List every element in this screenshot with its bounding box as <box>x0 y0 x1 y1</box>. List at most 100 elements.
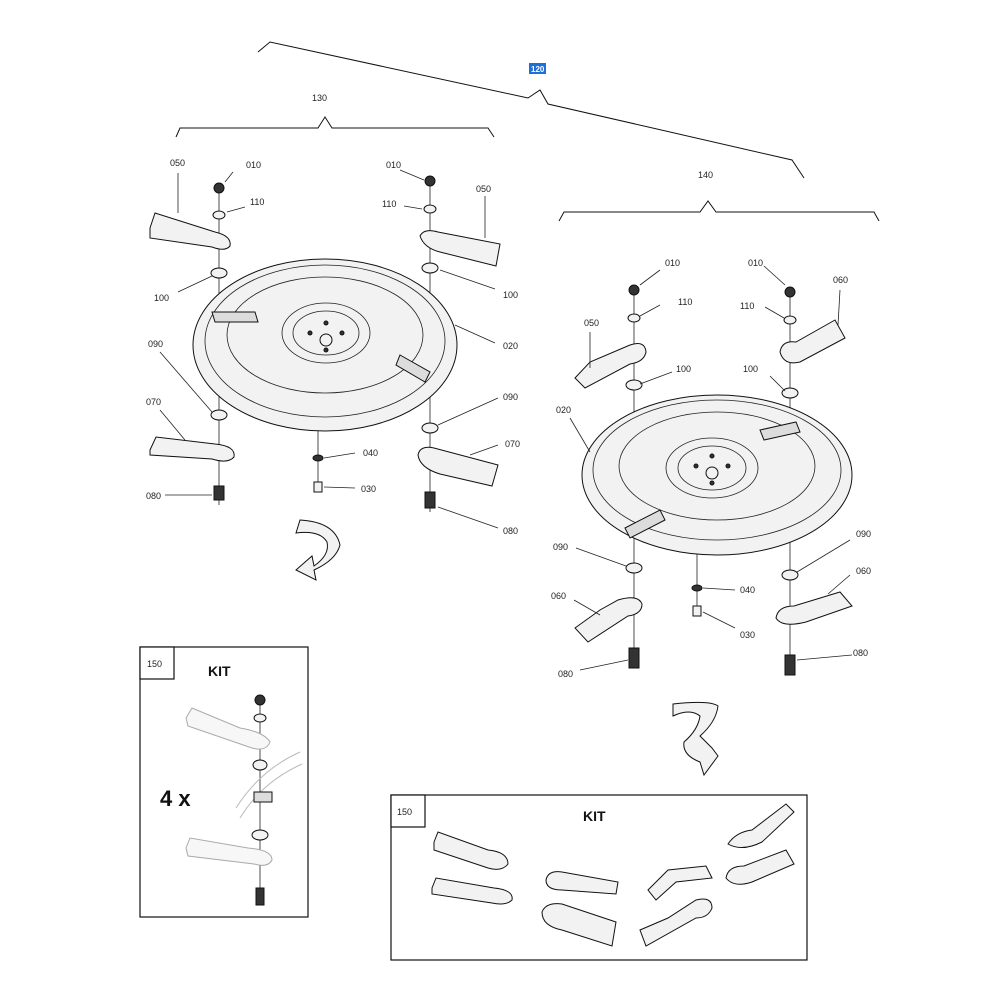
kit-box-left[interactable]: 150 KIT 4 x <box>139 646 309 918</box>
right-blade-lower-a[interactable] <box>574 597 643 643</box>
left-spacer-a[interactable] <box>210 267 228 279</box>
right-lower-washer-a[interactable] <box>625 562 643 574</box>
callout-110: 110 <box>382 199 396 209</box>
left-center-washer[interactable] <box>312 454 324 462</box>
kit-left-title: KIT <box>208 663 231 679</box>
left-center-bolt[interactable] <box>313 481 323 493</box>
right-disc-rim <box>592 399 842 541</box>
right-hub-bolt-d <box>709 480 715 486</box>
callout-050: 050 <box>170 158 185 168</box>
left-blade-lower-b[interactable] <box>417 446 499 487</box>
callout-010: 010 <box>665 258 680 268</box>
callout-030: 030 <box>740 630 755 640</box>
right-center-bolt[interactable] <box>692 605 702 617</box>
right-nut-b[interactable] <box>784 286 796 298</box>
left-blade-upper-b[interactable] <box>419 230 501 267</box>
kit-left-frame <box>139 646 309 918</box>
right-disc-tab-a <box>759 421 801 441</box>
left-hub-bolt-c <box>323 320 329 326</box>
kit-left-washer <box>253 713 267 723</box>
callout-050: 050 <box>476 184 491 194</box>
right-blade-upper-b[interactable] <box>779 319 846 364</box>
left-bolt-b[interactable] <box>424 491 436 509</box>
left-hub-bolt-b <box>339 330 345 336</box>
left-bolt-a[interactable] <box>213 485 225 501</box>
kit-left-blade-lower <box>185 837 273 866</box>
right-disc-hub-inner <box>677 445 747 491</box>
right-hub-hole <box>705 466 719 480</box>
kit-left-disc-edge-2 <box>239 763 303 819</box>
kit-right-number: 150 <box>397 807 412 817</box>
callout-110: 110 <box>740 301 754 311</box>
right-nut-a[interactable] <box>628 284 640 296</box>
callout-090: 090 <box>148 339 163 349</box>
callout-070: 070 <box>146 397 161 407</box>
callout-040: 040 <box>363 448 378 458</box>
callout-100: 100 <box>743 364 758 374</box>
callout-010: 010 <box>246 160 261 170</box>
kit-left-disc-edge <box>235 751 301 809</box>
kit-blade-6 <box>639 898 713 947</box>
left-blade-lower-a[interactable] <box>149 436 235 462</box>
left-lower-washer-b[interactable] <box>421 422 439 434</box>
right-spacer-b[interactable] <box>781 387 799 399</box>
right-blade-lower-b[interactable] <box>775 591 853 625</box>
callout-080: 080 <box>558 669 573 679</box>
callout-060: 060 <box>551 591 566 601</box>
kit-blade-1 <box>433 831 509 870</box>
right-group-bracket: 140 <box>558 170 880 222</box>
right-blade-upper-a[interactable] <box>574 343 647 389</box>
right-lower-washer-b[interactable] <box>781 569 799 581</box>
left-washer-b[interactable] <box>423 204 437 214</box>
left-disc-rim <box>204 264 446 418</box>
left-lower-washer-a[interactable] <box>210 409 228 421</box>
callout-010: 010 <box>748 258 763 268</box>
right-bolt-b[interactable] <box>784 654 796 676</box>
right-disc-tab-b <box>624 509 666 539</box>
highlight-badge[interactable] <box>529 63 546 74</box>
callout-140: 140 <box>698 170 713 180</box>
callout-030: 030 <box>361 484 376 494</box>
right-assembly: 010 110 050 100 010 110 060 100 020 090 … <box>551 258 871 777</box>
left-blade-upper-a[interactable] <box>149 212 231 250</box>
left-disc-tab-a <box>211 311 259 323</box>
left-washer-a[interactable] <box>212 210 226 220</box>
callout-100: 100 <box>676 364 691 374</box>
kit-blade-8 <box>725 849 795 885</box>
top-bracket: 120 <box>257 41 805 179</box>
kit-left-number-box <box>139 646 175 680</box>
kit-box-right[interactable]: 150 KIT <box>390 794 808 961</box>
callout-090: 090 <box>856 529 871 539</box>
callout-050: 050 <box>584 318 599 328</box>
left-disc-hub-inner <box>292 310 360 356</box>
kit-left-lower-washer <box>251 829 269 841</box>
right-spacer-a[interactable] <box>625 379 643 391</box>
left-disc-hub <box>281 302 371 364</box>
right-washer-a[interactable] <box>627 313 641 323</box>
left-nut-a[interactable] <box>213 182 225 194</box>
callout-110: 110 <box>678 297 692 307</box>
callout-010: 010 <box>386 160 401 170</box>
left-group-bracket: 130 <box>175 93 495 138</box>
right-center-washer[interactable] <box>691 584 703 592</box>
callout-040: 040 <box>740 585 755 595</box>
left-assembly: 050 010 110 100 010 110 050 100 020 090 … <box>146 158 520 581</box>
right-bolt-a[interactable] <box>628 647 640 669</box>
right-washer-b[interactable] <box>783 315 797 325</box>
right-disc-ring <box>618 411 816 521</box>
kit-blade-2 <box>431 877 513 905</box>
left-spacer-b[interactable] <box>421 262 439 274</box>
right-rotation-arrow <box>672 701 719 777</box>
kit-left-multiplier: 4 x <box>160 786 191 811</box>
right-disc-hub <box>665 437 759 499</box>
left-disc-tab-b <box>395 354 431 383</box>
callout-070: 070 <box>505 439 520 449</box>
kit-left-number: 150 <box>147 659 162 669</box>
callout-020: 020 <box>556 405 571 415</box>
right-hub-bolt-a <box>693 463 699 469</box>
callout-120[interactable]: 120 <box>531 65 545 74</box>
left-nut-b[interactable] <box>424 175 436 187</box>
callout-110: 110 <box>250 197 264 207</box>
callout-100: 100 <box>503 290 518 300</box>
